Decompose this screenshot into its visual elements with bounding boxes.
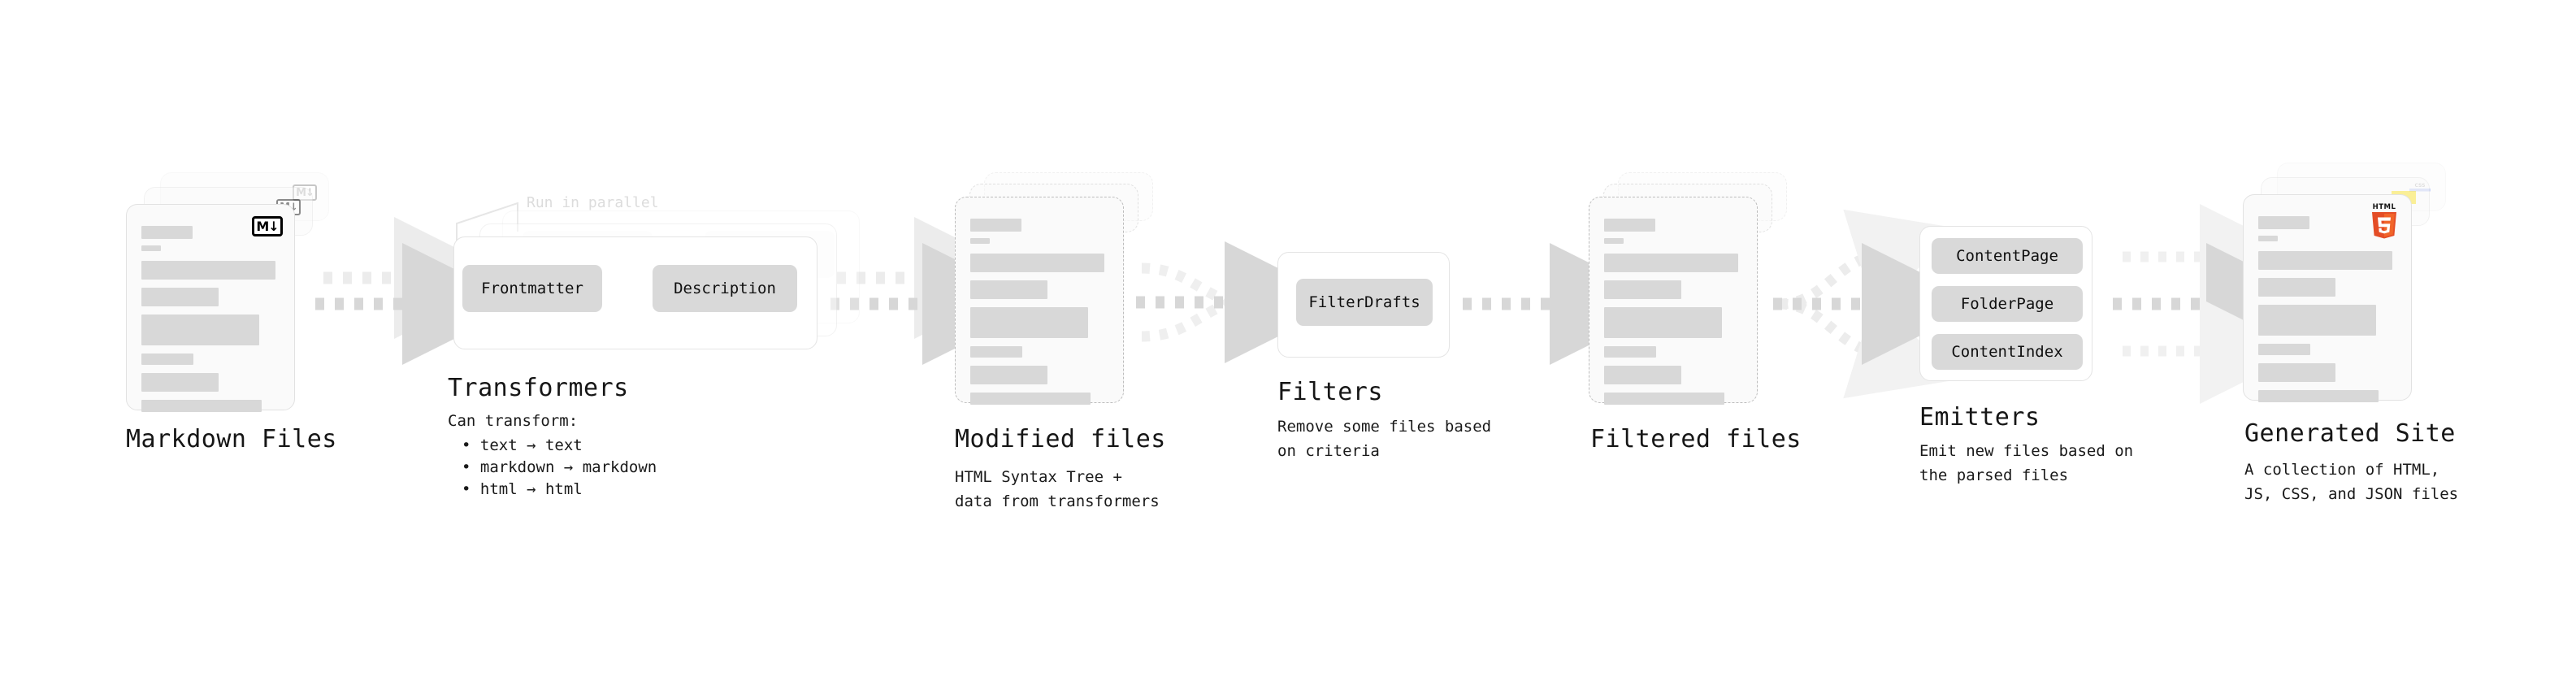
markdown-logo-text: M↓ — [256, 218, 279, 234]
transformer-chip-description[interactable]: Description — [653, 265, 797, 312]
emitter-chip-label: ContentIndex — [1951, 343, 2063, 361]
emitter-chip-contentindex[interactable]: ContentIndex — [1932, 334, 2083, 370]
emitter-chip-contentpage[interactable]: ContentPage — [1932, 238, 2083, 274]
transformers-bullet-0: • text → text — [462, 436, 583, 454]
emitters-panel: ContentPage FolderPage ContentIndex — [1919, 226, 2092, 381]
generated-site-caption: A collection of HTML, JS, CSS, and JSON … — [2244, 461, 2459, 503]
emitters-caption: Emit new files based on the parsed files — [1919, 442, 2134, 484]
transformers-panel-front: Frontmatter Description — [453, 236, 817, 349]
modified-files-caption: HTML Syntax Tree + data from transformer… — [955, 468, 1160, 510]
connector-filtered-to-emitters — [1773, 209, 1984, 399]
connector-modified-to-filters — [1136, 241, 1347, 363]
transformer-chip-frontmatter[interactable]: Frontmatter — [462, 265, 602, 312]
transformers-caption: Can transform: — [448, 412, 579, 430]
html5-logo-icon: HTML — [2369, 202, 2400, 242]
filter-chip-filterdrafts[interactable]: FilterDrafts — [1296, 279, 1433, 326]
transformer-chip-label: Frontmatter — [481, 280, 583, 297]
filters-caption: Remove some files based on criteria — [1277, 418, 1492, 460]
filters-panel: FilterDrafts — [1277, 252, 1450, 358]
stage-title-markdown-files: Markdown Files — [126, 425, 337, 453]
emitter-chip-folderpage[interactable]: FolderPage — [1932, 286, 2083, 322]
stage-title-modified-files: Modified files — [955, 425, 1166, 453]
stage-title-filtered-files: Filtered files — [1590, 425, 1802, 453]
run-in-parallel-label: Run in parallel — [527, 194, 659, 211]
stage-title-filters: Filters — [1277, 378, 1383, 406]
connector-md-to-transformers — [315, 217, 524, 365]
stage-title-emitters: Emitters — [1919, 403, 2040, 432]
emitter-chip-label: ContentPage — [1956, 247, 2058, 265]
transformers-bullet-1: • markdown → markdown — [462, 458, 657, 476]
card-placeholder-bars — [2258, 216, 2398, 409]
modified-card-front — [955, 197, 1124, 405]
filtered-card-front — [1589, 197, 1758, 405]
card-placeholder-bars — [1604, 219, 1744, 411]
connector-emitters-to-site — [2113, 204, 2328, 404]
card-placeholder-bars — [970, 219, 1110, 411]
stage-title-generated-site: Generated Site — [2244, 419, 2456, 448]
emitter-chip-label: FolderPage — [1960, 295, 2054, 313]
markdown-logo-icon: M↓ — [252, 216, 283, 236]
stage-title-transformers: Transformers — [448, 374, 629, 402]
markdown-card-front: M↓ — [126, 204, 295, 412]
card-placeholder-bars — [141, 226, 281, 419]
site-card-front: HTML — [2243, 194, 2412, 402]
filter-chip-label: FilterDrafts — [1308, 293, 1420, 311]
transformers-bullet-2: • html → html — [462, 480, 583, 498]
svg-text:HTML: HTML — [2373, 203, 2396, 211]
transformer-chip-label: Description — [674, 280, 776, 297]
